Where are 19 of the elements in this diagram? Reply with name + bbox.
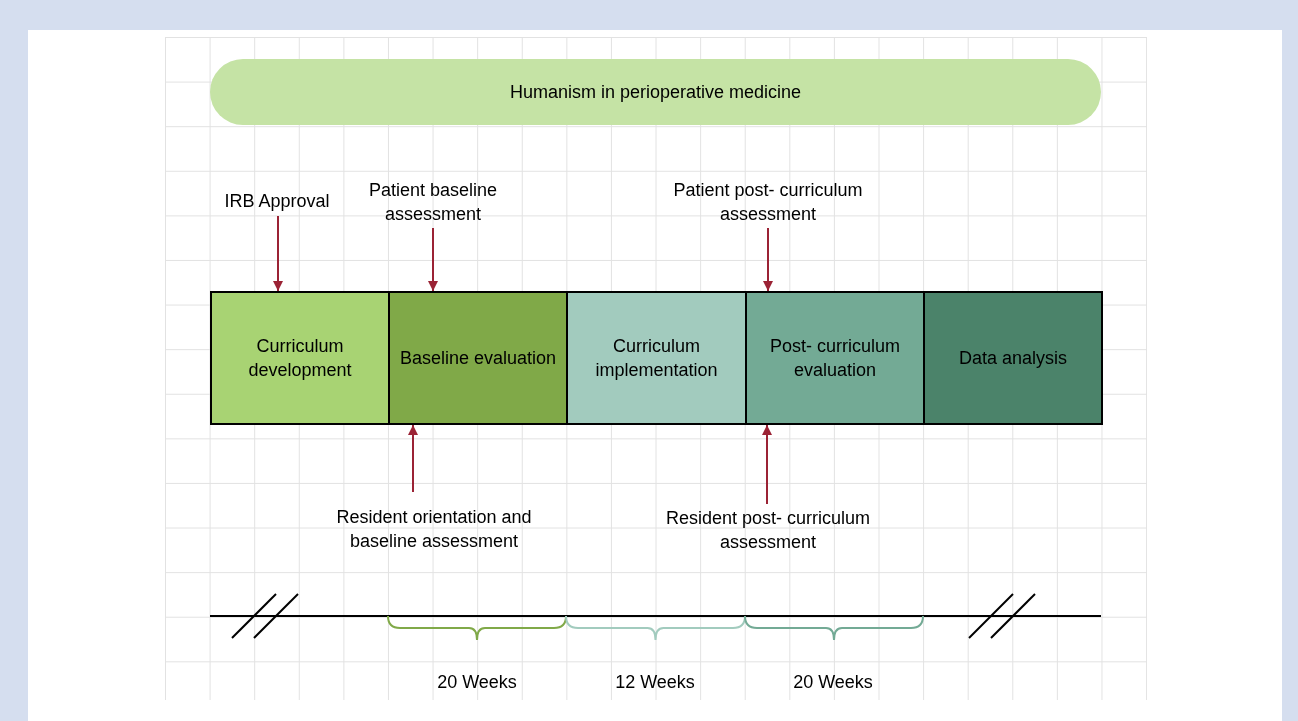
duration-label: 12 Weeks — [614, 671, 696, 694]
event-label: IRB Approval — [212, 186, 342, 216]
event-label: Resident orientation and baseline assessment — [328, 492, 540, 566]
arrow — [763, 227, 773, 292]
event-label: Resident post- curriculum assessment — [648, 504, 888, 556]
arrow — [273, 215, 283, 292]
arrow — [762, 424, 772, 505]
arrow — [408, 424, 418, 493]
phase-box: Baseline evaluation — [388, 291, 568, 425]
event-label: Patient post- curriculum assessment — [648, 176, 888, 228]
phase-box: Data analysis — [923, 291, 1103, 425]
duration-label: 20 Weeks — [792, 671, 874, 694]
duration-label: 20 Weeks — [436, 671, 518, 694]
event-label: Patient baseline assessment — [345, 176, 521, 228]
title-banner: Humanism in perioperative medicine — [210, 59, 1101, 125]
arrow — [428, 227, 438, 292]
phase-box: Post- curriculum evaluation — [745, 291, 925, 425]
phase-box: Curriculum development — [210, 291, 390, 425]
phase-box: Curriculum implementation — [566, 291, 747, 425]
